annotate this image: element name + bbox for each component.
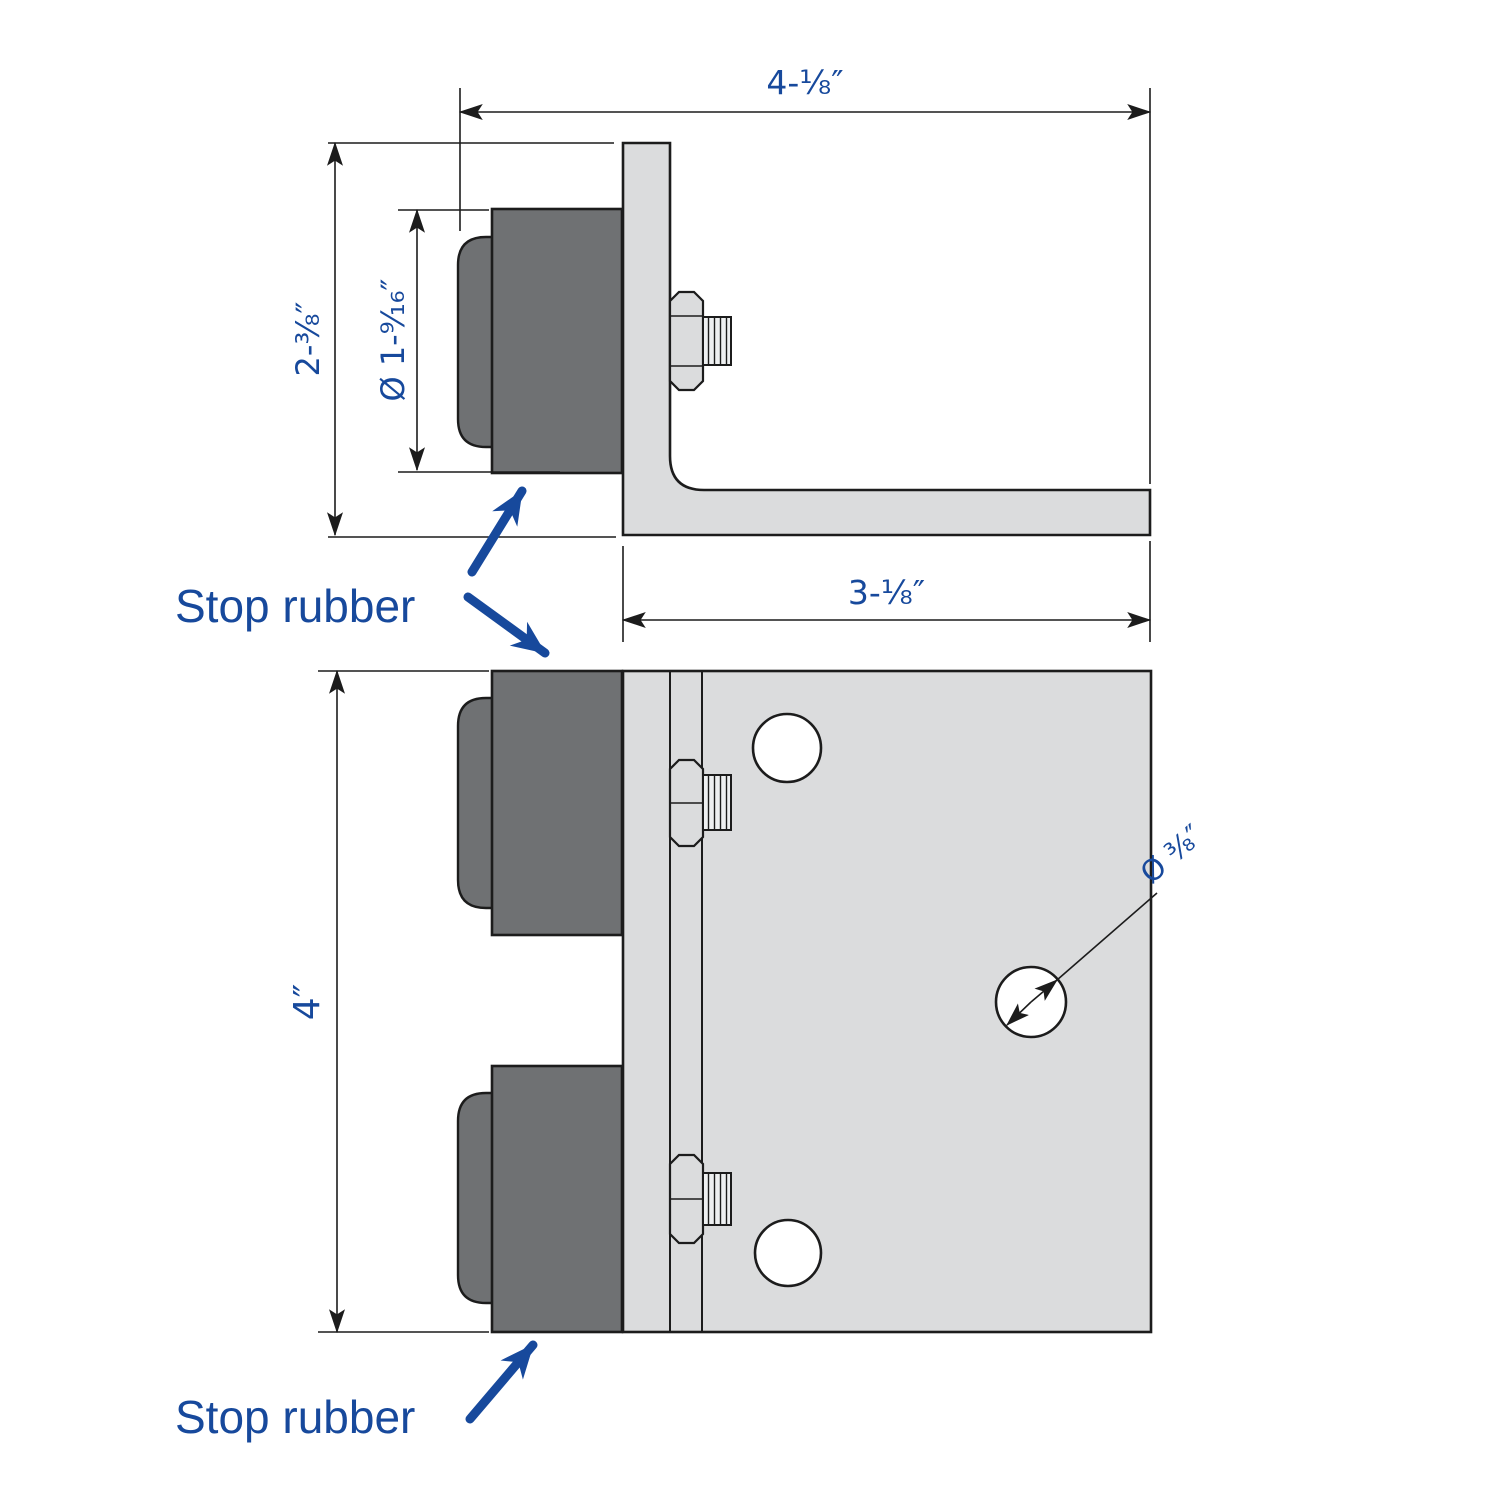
stop-rubber-label-bottom: Stop rubber bbox=[175, 1391, 416, 1443]
dimension-lines bbox=[318, 88, 1158, 1334]
dimension-rubber-diameter: Ø 1-⁹⁄₁₆″ bbox=[374, 278, 412, 402]
threaded-stud-plan-top bbox=[702, 774, 732, 831]
callout-arrows bbox=[463, 486, 550, 1424]
side-view bbox=[456, 141, 1152, 537]
stop-rubber-arrow-middle bbox=[463, 592, 550, 658]
threaded-stud-side bbox=[702, 316, 732, 366]
threaded-stud-plan-bottom bbox=[702, 1172, 732, 1226]
hex-nut-plan-top bbox=[668, 758, 705, 848]
rubber-block-plan-top bbox=[490, 669, 624, 937]
dimension-plate-depth: 3-⅛″ bbox=[847, 573, 926, 612]
rubber-block-plan-bottom bbox=[490, 1064, 624, 1334]
stop-rubber-arrow-lower bbox=[465, 1340, 538, 1424]
mounting-hole-top bbox=[751, 712, 823, 784]
plan-view bbox=[456, 669, 1153, 1334]
hex-nut-side bbox=[668, 290, 705, 392]
hex-nut-plan-bottom bbox=[668, 1153, 705, 1245]
dimension-plate-width: 4″ bbox=[287, 983, 328, 1021]
rubber-block-side bbox=[490, 207, 624, 475]
stop-rubber-arrow-upper bbox=[467, 486, 527, 577]
mounting-hole-bottom bbox=[753, 1218, 823, 1288]
hole-diameter-leader bbox=[1006, 892, 1158, 1026]
angle-bracket-profile bbox=[621, 141, 1152, 537]
stop-rubber-label-top: Stop rubber bbox=[175, 580, 416, 632]
dimension-bracket-height: 2-⅜″ bbox=[289, 301, 327, 377]
dimension-overall-width: 4-⅛″ bbox=[766, 63, 844, 102]
